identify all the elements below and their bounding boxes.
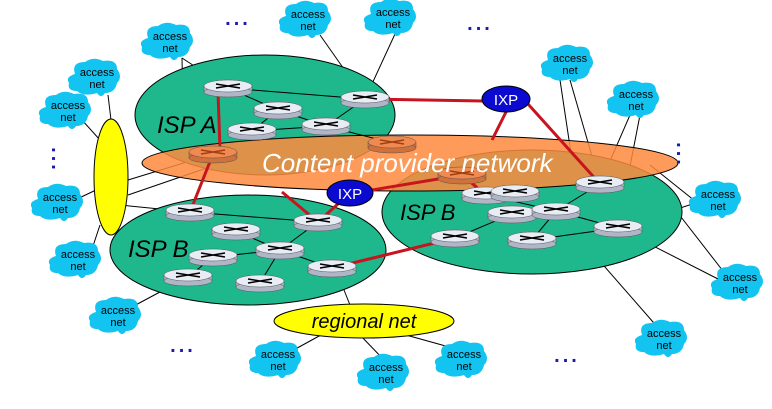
ellipsis-dots: ... [47,147,69,173]
router-arrows [200,252,226,258]
router-arrows [352,94,378,100]
access-net-label-line1: access [80,67,115,79]
peering-link [216,91,222,151]
access-net-cloud [356,353,409,391]
access-net-label-line2: net [52,204,67,216]
access-net-label-line1: access [619,89,654,101]
router-arrows [265,105,291,111]
access-net-label-line2: net [89,79,104,91]
access-net-cloud [363,0,416,36]
access-net-cloud [38,91,91,129]
access-net-cloud [48,240,101,278]
access-net-label-line1: access [291,9,326,21]
ixp-mid [326,179,374,207]
ixp-top [481,85,531,113]
router-arrows [442,233,468,239]
router-arrows [247,278,273,284]
access-net-label-line1: access [447,349,482,361]
router-arrows [239,126,265,132]
router-arrows [223,226,249,232]
regional-net-label: regional net [312,311,418,333]
access-net-label-line2: net [60,112,75,124]
access-net-label-line2: net [270,361,285,373]
access-net-label-line2: net [300,21,315,33]
ellipsis-dots: ... [170,335,196,357]
access-net-label-line1: access [261,349,296,361]
access-link [81,119,101,141]
access-net-label-line1: access [647,328,682,340]
content-provider-region [141,134,679,192]
access-net-label-line1: access [376,7,411,19]
ellipsis-dots: ... [467,13,493,35]
peering-link [188,153,215,213]
ixp-mid-label: IXP [338,186,362,203]
ellipsis-dots: ... [554,345,580,367]
router-arrows [543,206,569,212]
access-net-cloud [30,183,83,221]
access-net-cloud [88,296,141,334]
access-net-cloud [278,0,331,39]
content-provider-label: Content provider network [262,148,554,178]
router-arrows [305,217,331,223]
access-net-label-line2: net [562,65,577,77]
access-net-label-line1: access [723,272,758,284]
router-arrows [519,235,545,241]
router-arrows [267,245,293,251]
peering-link [526,102,602,186]
access-net-label-line2: net [385,19,400,31]
access-net-cloud [634,319,687,357]
router-arrows [499,209,525,215]
router-arrows [319,263,345,269]
router-arrows [313,121,339,127]
regional-net-region [273,303,455,339]
access-net-label-line1: access [369,362,404,374]
access-net-label-line1: access [101,305,136,317]
isp-b-left-label: ISP B [128,236,188,263]
router-arrows [379,139,405,145]
access-net-label-line2: net [162,43,177,55]
access-net-cloud [248,340,301,378]
access-net-label-line2: net [710,201,725,213]
ellipsis-dots: ... [225,8,251,30]
access-net-label-line2: net [732,284,747,296]
router-arrows [605,223,631,229]
peering-link [490,111,508,141]
isp-b-right-label: ISP B [400,200,455,225]
access-link [107,94,112,121]
access-net-label-line1: access [43,192,78,204]
access-net-label-line1: access [51,100,86,112]
router-arrows [587,179,613,185]
access-net-label-line2: net [628,101,643,113]
router-arrows [449,170,475,176]
ellipsis-dots: ... [672,142,694,168]
access-net-cloud [606,80,659,118]
access-net-cloud [140,22,193,60]
access-net-cloud [67,58,120,96]
access-net-label-line2: net [110,317,125,329]
router-arrows [177,207,203,213]
access-net-label-line2: net [656,340,671,352]
access-net-label-line2: net [70,261,85,273]
regional-isp-ellipse [93,118,129,236]
access-net-cloud [434,340,487,378]
access-net-cloud [540,44,593,82]
isp-a-label: ISP A [157,112,217,139]
access-net-label-line1: access [701,189,736,201]
access-net-label-line1: access [553,53,588,65]
access-net-label-line2: net [378,374,393,386]
access-net-label-line1: access [61,249,96,261]
access-net-cloud [710,263,763,301]
access-net-label-line1: access [153,31,188,43]
access-net-label-line2: net [456,361,471,373]
router-arrows [215,83,241,89]
router-arrows [200,149,226,155]
router-arrows [175,272,201,278]
ixp-top-label: IXP [494,92,518,109]
router-arrows [502,188,528,194]
access-net-cloud [688,180,741,218]
